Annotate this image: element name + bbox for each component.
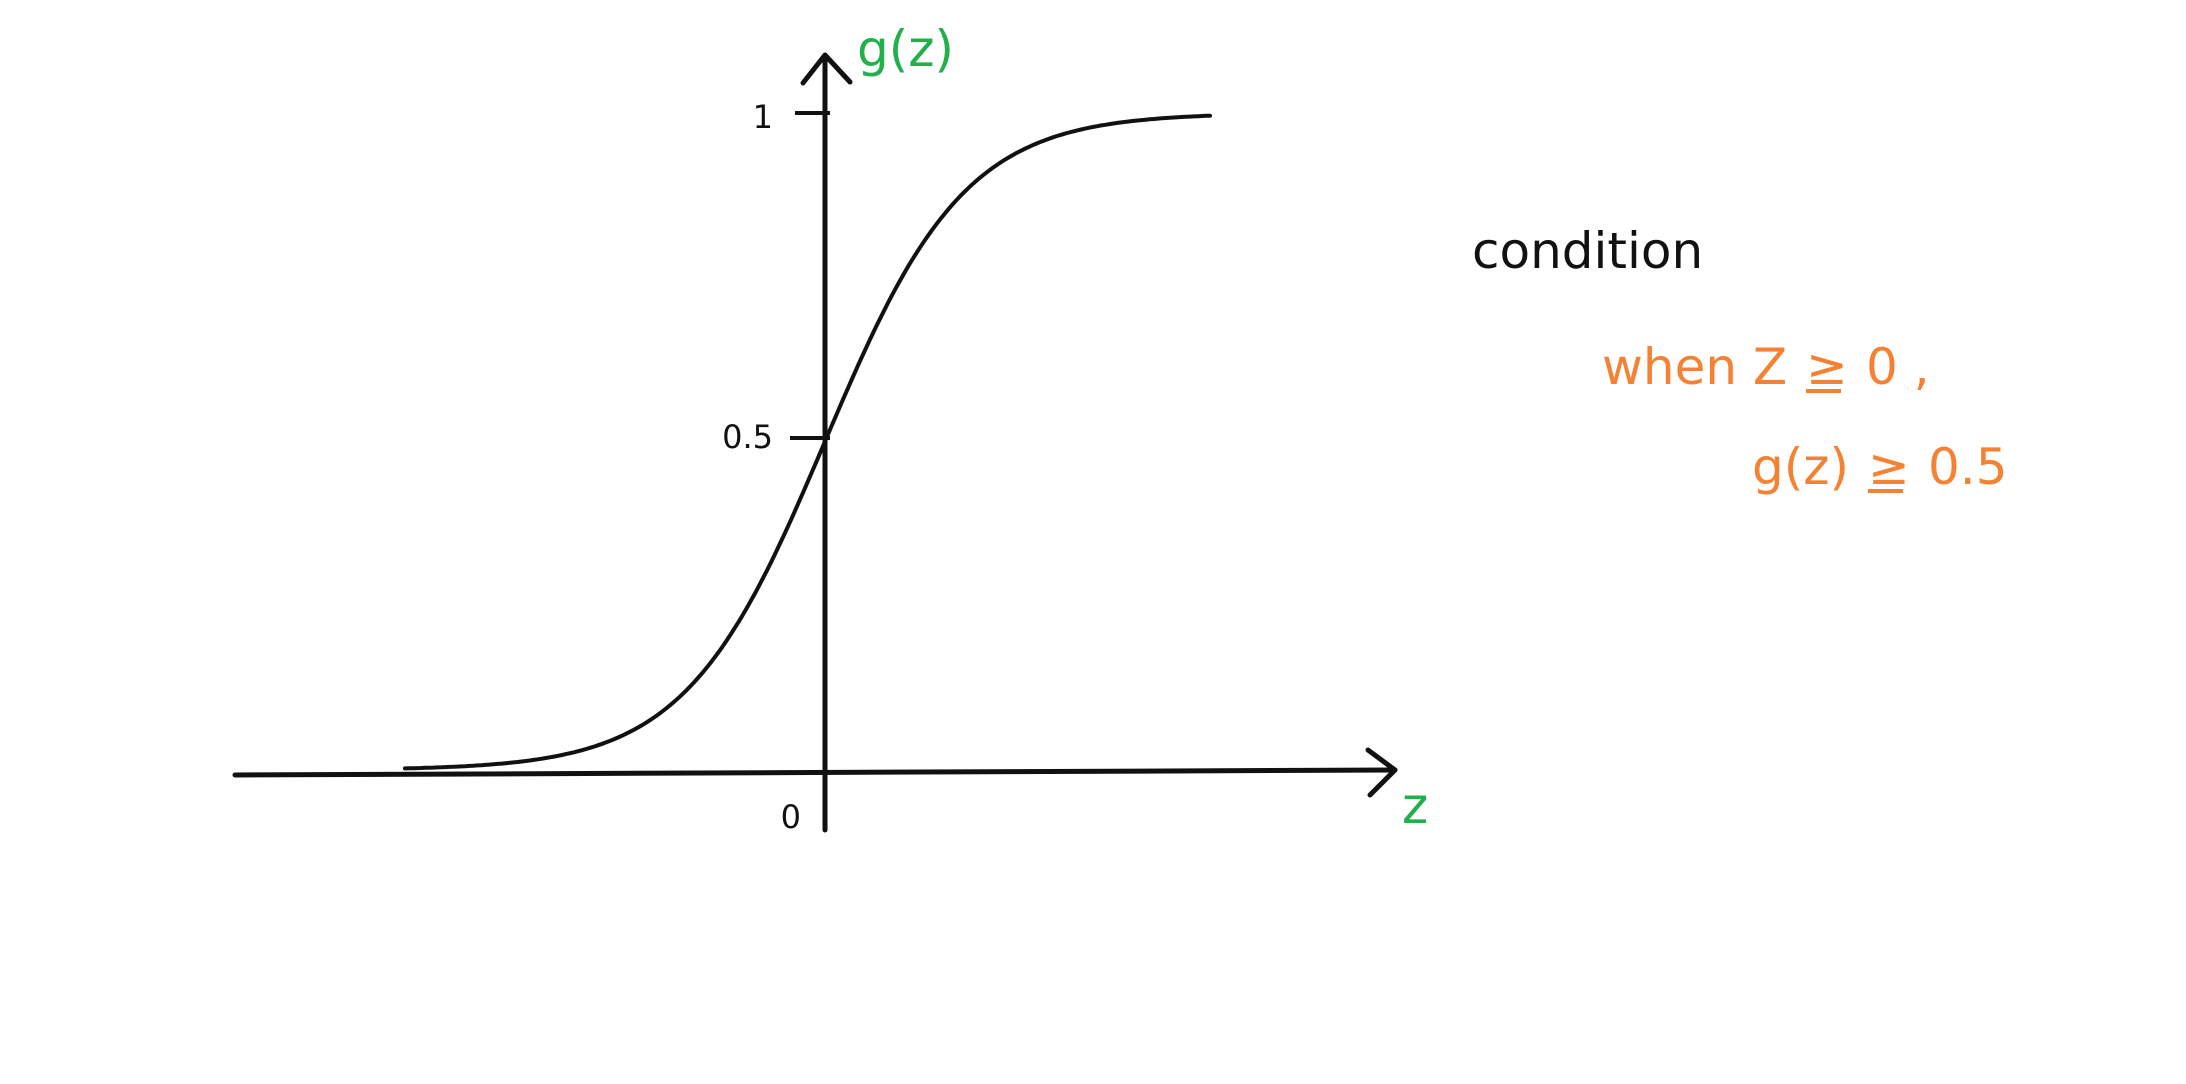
condition-line-1-symbol: ≥ [1806, 338, 1848, 396]
sigmoid-curve [403, 113, 1212, 771]
y-axis-arrowhead [800, 52, 853, 86]
condition-line-2-prefix: g(z) [1752, 438, 1849, 496]
condition-line-2: g(z) ≥ 0.5 [1752, 438, 2008, 496]
condition-line-2-value: 0.5 [1928, 438, 2008, 496]
condition-line-2-symbol: ≥ [1868, 438, 1910, 496]
condition-line-1: when Z ≥ 0 , [1602, 338, 1930, 396]
origin-label: 0 [781, 798, 801, 836]
x-axis-arrowhead [1365, 747, 1398, 798]
y-axis-name: g(z) [857, 20, 954, 78]
condition-title: condition [1472, 222, 1703, 280]
x-axis-name: z [1402, 777, 1428, 835]
condition-line-1-value: 0 , [1866, 338, 1930, 396]
y-tick-label-1: 1 [753, 98, 773, 136]
x-axis-line [232, 767, 1398, 778]
condition-line-1-prefix: when Z [1602, 338, 1787, 396]
y-tick-label-0-5: 0.5 [722, 418, 773, 456]
